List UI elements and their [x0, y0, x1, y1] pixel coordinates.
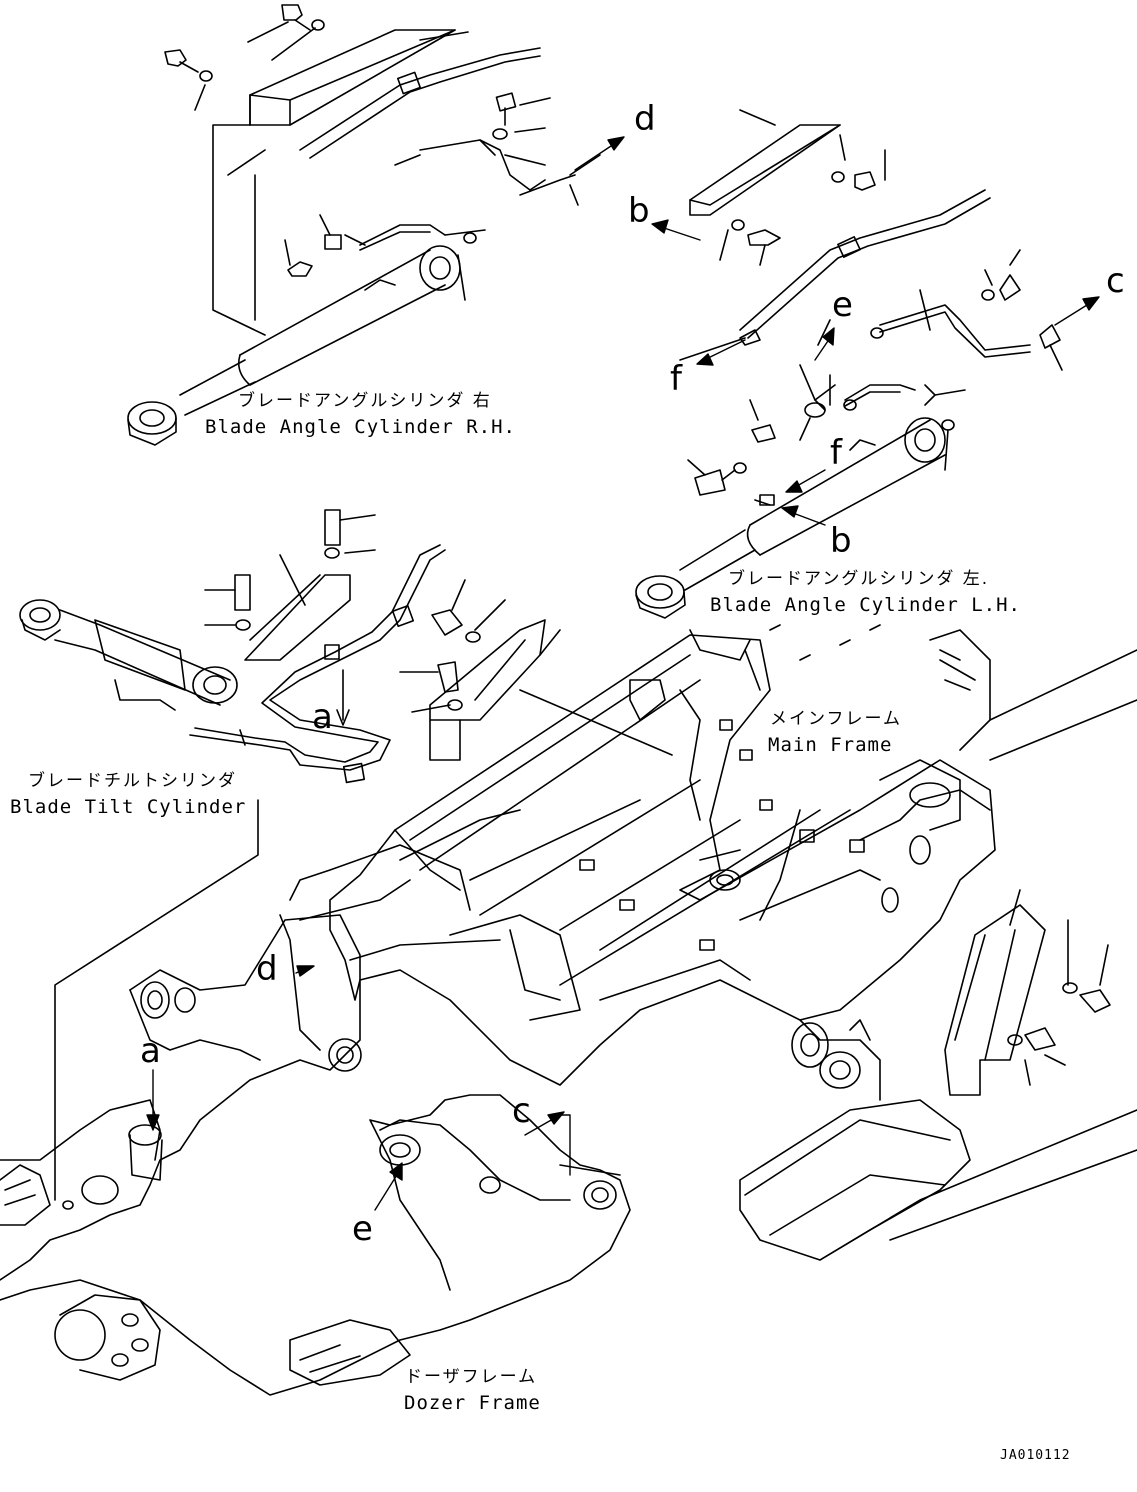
dozer-frame-group [0, 844, 631, 1396]
label-dozer-frame-jp: ドーザフレーム [405, 1367, 538, 1387]
callout-b-top: b [628, 191, 650, 231]
angle-cylinder-lh-group [635, 109, 1063, 619]
callout-e-low: e [352, 1209, 373, 1249]
label-tilt-cylinder-jp: ブレードチルトシリンダ [28, 771, 237, 791]
drawing-code: JA010112 [1000, 1448, 1071, 1463]
label-main-frame-en: Main Frame [768, 734, 893, 756]
angle-cylinder-rh-group [127, 4, 601, 446]
callout-b-mid: b [830, 521, 852, 561]
label-angle-cylinder-rh-jp: ブレードアングルシリンダ 右 [238, 391, 492, 411]
label-angle-cylinder-lh-en: Blade Angle Cylinder L.H. [710, 594, 1021, 616]
tilt-cylinder-group [19, 509, 673, 1201]
label-angle-cylinder-lh-jp: ブレードアングルシリンダ 左. [728, 569, 990, 589]
callout-arrows [146, 136, 1100, 1211]
label-angle-cylinder-rh-en: Blade Angle Cylinder R.H. [205, 416, 516, 438]
label-dozer-frame-en: Dozer Frame [404, 1392, 541, 1414]
callout-f-left: f [670, 359, 682, 399]
lower-right-group [739, 889, 1137, 1261]
callout-d-top: d [634, 99, 656, 139]
callout-f-mid: f [830, 433, 842, 473]
label-main-frame-jp: メインフレーム [770, 709, 902, 729]
callout-a-mid: a [312, 697, 333, 737]
callout-c-low: c [512, 1091, 531, 1131]
main-frame-group [329, 624, 1137, 1086]
callout-a-low: a [140, 1031, 161, 1071]
label-tilt-cylinder-en: Blade Tilt Cylinder [10, 796, 247, 818]
callout-c-right: c [1106, 261, 1125, 301]
callout-d-low: d [256, 949, 278, 989]
callout-e-mid: e [832, 285, 853, 325]
